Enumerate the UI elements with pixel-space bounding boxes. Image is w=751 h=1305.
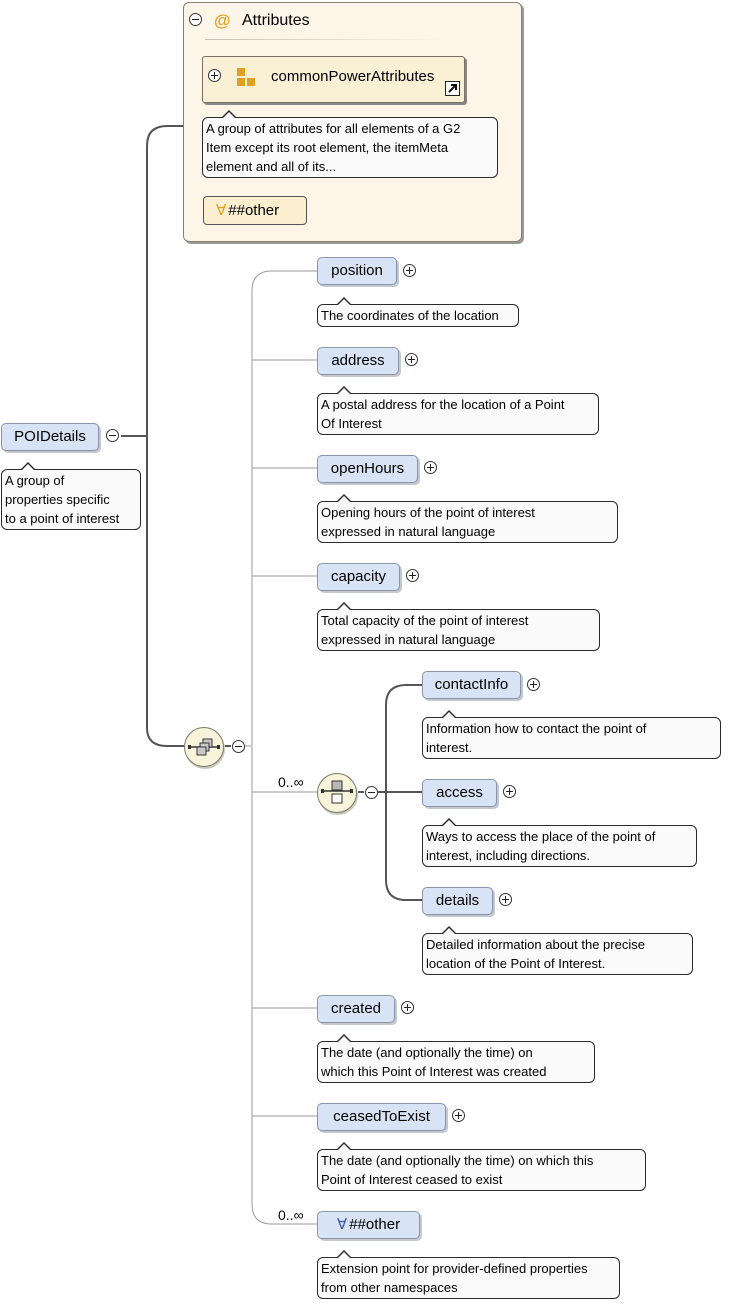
go-to-definition-icon[interactable]: [445, 81, 460, 96]
any-attribute-label: ##other: [228, 202, 280, 219]
attribute-group-expand-toggle[interactable]: [208, 69, 221, 82]
choice-collapse-toggle[interactable]: [365, 786, 378, 799]
access-expand-toggle[interactable]: [503, 785, 516, 798]
contactinfo-note: Information how to contact the point of …: [422, 710, 721, 759]
element-contactinfo[interactable]: contactInfo: [422, 671, 521, 699]
attribute-group-icon: [237, 68, 255, 86]
ceasedtoexist-expand-toggle[interactable]: [452, 1109, 465, 1122]
element-openhours[interactable]: openHours: [317, 455, 418, 483]
openhours-note: Opening hours of the point of interest e…: [317, 494, 618, 543]
attribute-group-ref[interactable]: [202, 56, 465, 103]
any-element-occurrence: 0..∞: [278, 1207, 304, 1223]
openhours-expand-toggle[interactable]: [424, 461, 437, 474]
any-element-label: ##other: [349, 1216, 401, 1233]
choice-compositor[interactable]: [317, 773, 357, 813]
sequence-branch: [251, 270, 317, 1225]
poidetails-collapse-toggle[interactable]: [106, 429, 119, 442]
attribute-group-name: commonPowerAttributes: [271, 68, 435, 85]
attribute-at-icon: @: [214, 11, 231, 30]
element-ceasedtoexist[interactable]: ceasedToExist: [317, 1103, 446, 1131]
choice-occurrence: 0..∞: [278, 774, 304, 790]
element-access[interactable]: access: [422, 779, 497, 807]
attributes-collapse-toggle[interactable]: [189, 13, 202, 26]
choice-branch: [385, 684, 422, 901]
details-expand-toggle[interactable]: [499, 893, 512, 906]
sequence-icon: [188, 738, 220, 756]
any-element-symbol: ∀: [336, 1216, 348, 1233]
ceasedtoexist-note: The date (and optionally the time) on wh…: [317, 1142, 646, 1191]
address-note: A postal address for the location of a P…: [317, 386, 599, 435]
attributes-divider: [205, 39, 445, 40]
element-created[interactable]: created: [317, 995, 395, 1023]
any-attribute[interactable]: ∀##other: [203, 196, 307, 225]
poidetails-note: A group of properties specific to a poin…: [1, 462, 141, 530]
any-attribute-symbol: ∀: [216, 202, 227, 219]
element-position[interactable]: position: [317, 257, 397, 285]
address-expand-toggle[interactable]: [405, 353, 418, 366]
any-element-note: Extension point for provider-defined pro…: [317, 1250, 620, 1299]
capacity-note: Total capacity of the point of interest …: [317, 602, 600, 651]
created-expand-toggle[interactable]: [401, 1001, 414, 1014]
position-expand-toggle[interactable]: [403, 264, 416, 277]
attributes-title: Attributes: [242, 12, 310, 29]
attribute-group-note: A group of attributes for all elements o…: [202, 110, 498, 178]
capacity-expand-toggle[interactable]: [406, 569, 419, 582]
created-note: The date (and optionally the time) on wh…: [317, 1034, 595, 1083]
element-address[interactable]: address: [317, 347, 399, 375]
access-note: Ways to access the place of the point of…: [422, 818, 697, 867]
element-any-other[interactable]: ∀##other: [317, 1211, 420, 1239]
choice-icon: [321, 780, 353, 804]
element-poidetails[interactable]: POIDetails: [1, 423, 99, 451]
position-note: The coordinates of the location: [317, 297, 519, 327]
element-capacity[interactable]: capacity: [317, 563, 400, 591]
contactinfo-expand-toggle[interactable]: [527, 678, 540, 691]
root-branch: [146, 125, 184, 747]
details-note: Detailed information about the precise l…: [422, 926, 693, 975]
sequence-compositor[interactable]: [184, 727, 224, 767]
element-details[interactable]: details: [422, 887, 493, 915]
sequence-collapse-toggle[interactable]: [232, 740, 245, 753]
